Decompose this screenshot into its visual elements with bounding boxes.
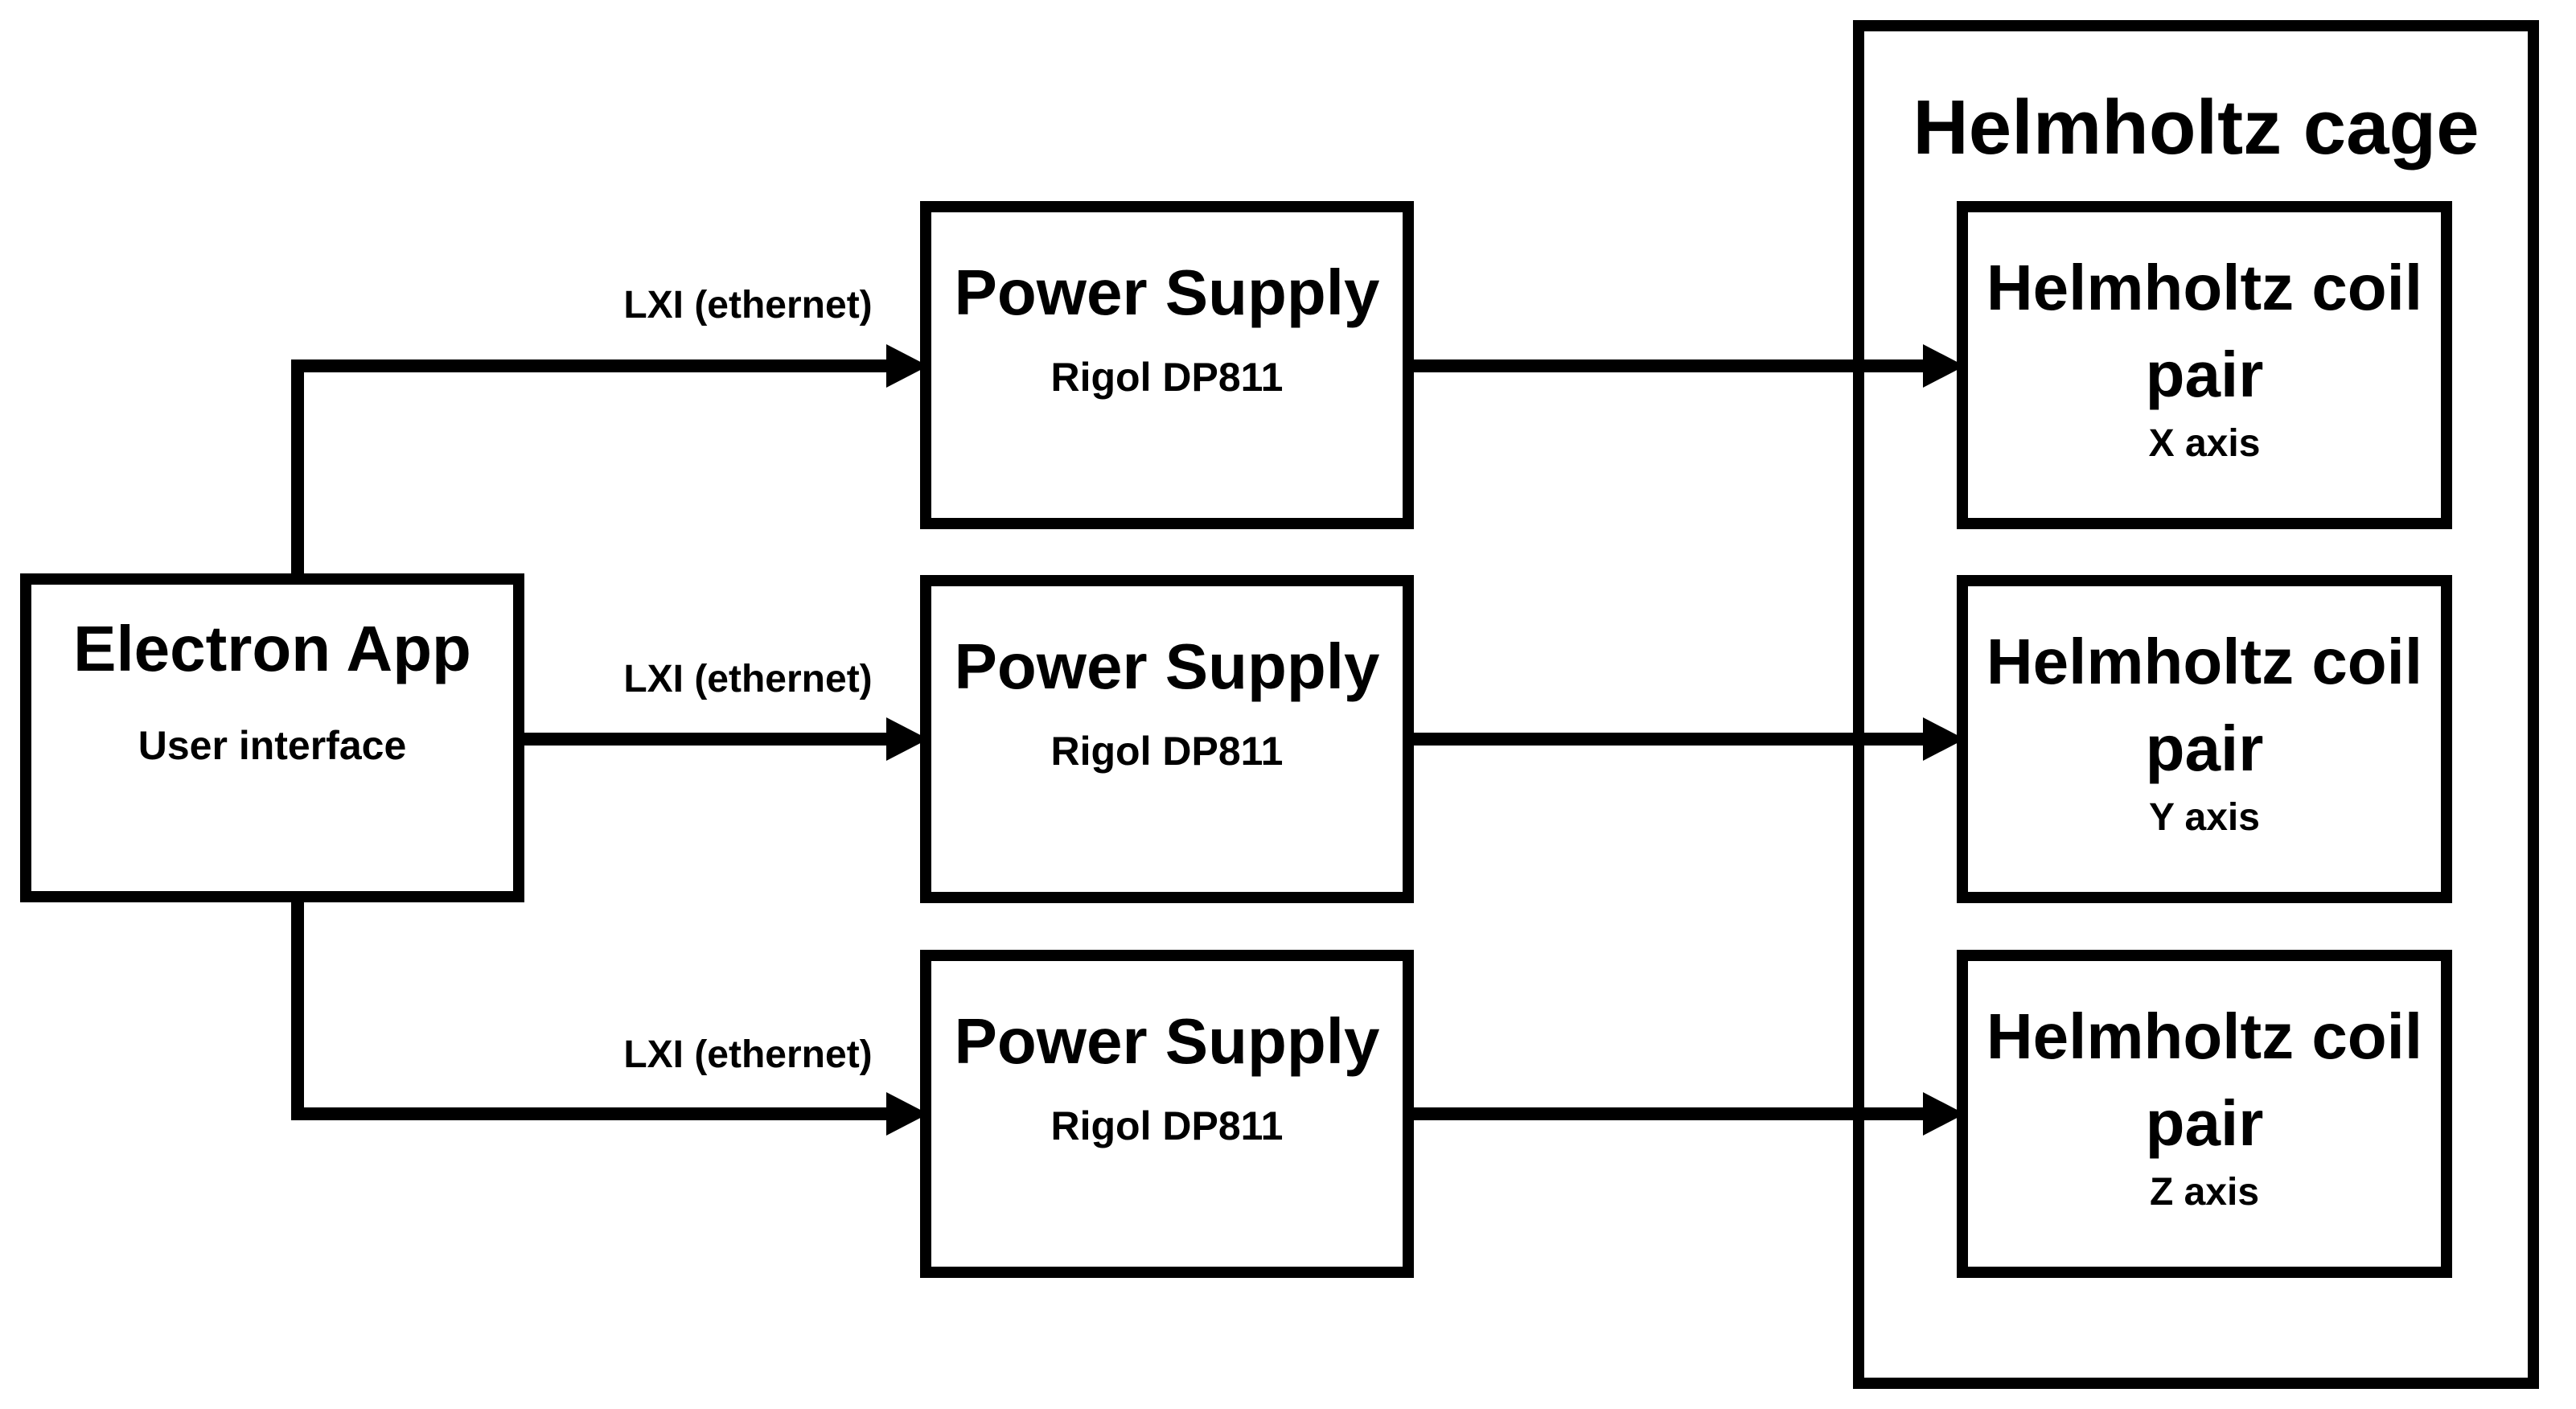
power-supply-3-subtitle: Rigol DP811 <box>1050 1103 1284 1148</box>
connector-ps3-coilz <box>1407 1107 1925 1120</box>
power-supply-node-2: Power Supply Rigol DP811 <box>920 575 1414 903</box>
helmholtz-cage-title: Helmholtz cage <box>1912 84 2479 170</box>
power-supply-1-subtitle: Rigol DP811 <box>1050 355 1284 400</box>
power-supply-1-title: Power Supply <box>954 257 1380 328</box>
connector-app-ps3-vertical <box>291 896 304 1120</box>
arrowhead-ps2-coily <box>1923 717 1965 761</box>
lxi-ethernet-label-2: LXI (ethernet) <box>623 658 873 700</box>
connector-app-ps3-horizontal <box>291 1107 888 1120</box>
electron-app-title: Electron App <box>73 613 471 684</box>
coil-pair-y-axis-label: Y axis <box>2149 796 2260 839</box>
connector-app-ps2-horizontal <box>520 733 888 746</box>
electron-app-subtitle: User interface <box>138 723 407 768</box>
connector-ps2-coily <box>1407 733 1925 746</box>
coil-pair-x-axis-label: X axis <box>2148 422 2261 465</box>
power-supply-2-subtitle: Rigol DP811 <box>1050 729 1284 774</box>
lxi-ethernet-label-3: LXI (ethernet) <box>623 1033 873 1076</box>
power-supply-node-1: Power Supply Rigol DP811 <box>920 201 1414 529</box>
connector-ps1-coilx <box>1407 359 1925 372</box>
arrowhead-app-ps1 <box>886 344 928 388</box>
lxi-ethernet-label-1: LXI (ethernet) <box>623 284 873 327</box>
arrowhead-app-ps2 <box>886 717 928 761</box>
connector-app-ps1-horizontal <box>291 359 888 372</box>
coil-pair-node-z: Helmholtz coil pair Z axis <box>1957 950 2452 1278</box>
coil-pair-z-title: Helmholtz coil pair <box>1986 1000 2423 1159</box>
coil-pair-y-title: Helmholtz coil pair <box>1986 626 2423 784</box>
connector-app-ps1-vertical <box>291 359 304 577</box>
helmholtz-cage-container: Helmholtz cage Helmholtz coil pair X axi… <box>1853 20 2539 1389</box>
arrowhead-ps3-coilz <box>1923 1092 1965 1136</box>
power-supply-node-3: Power Supply Rigol DP811 <box>920 950 1414 1278</box>
arrowhead-ps1-coilx <box>1923 344 1965 388</box>
arrowhead-app-ps3 <box>886 1092 928 1136</box>
power-supply-2-title: Power Supply <box>954 631 1380 702</box>
electron-app-node: Electron App User interface <box>20 573 524 902</box>
power-supply-3-title: Power Supply <box>954 1005 1380 1077</box>
coil-pair-x-title: Helmholtz coil pair <box>1986 252 2423 410</box>
coil-pair-z-axis-label: Z axis <box>2149 1171 2260 1214</box>
coil-pair-node-x: Helmholtz coil pair X axis <box>1957 201 2452 529</box>
coil-pair-node-y: Helmholtz coil pair Y axis <box>1957 575 2452 903</box>
